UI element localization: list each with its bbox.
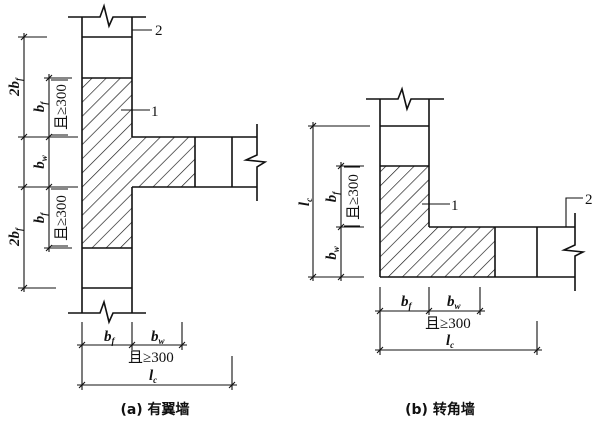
figure-a-dim-2bf-bottom: 2bf	[7, 227, 24, 247]
figure-b-bottom-cond: 且≥300	[425, 316, 471, 332]
figure-a-bottom-dimensions	[77, 322, 237, 390]
svg-text:bw: bw	[324, 245, 341, 260]
figure-a-cond-bottom: 且≥300	[54, 195, 70, 241]
figure-b-corner-wall: 2 1 lc bf 且≥300 bw	[297, 86, 593, 418]
figure-a-wall-outline	[81, 17, 257, 313]
svg-text:且≥300: 且≥300	[346, 174, 362, 220]
figure-a-left-dimensions	[18, 33, 78, 292]
figure-b-callout-2: 2	[585, 192, 593, 208]
figure-b-top-break-line	[366, 86, 444, 112]
figure-a-flanged-wall: 2 1	[7, 3, 268, 418]
figure-a-hatched-zone	[82, 78, 195, 248]
svg-text:bw: bw	[32, 154, 49, 169]
figure-a-dim-bw: bw	[32, 154, 49, 169]
figure-a-dim-bf-bottom: bf	[32, 212, 49, 224]
figure-b-dim-bw: bw	[324, 245, 341, 260]
figure-b-bottom-lc: lc	[446, 333, 454, 350]
figure-a-cond-top: 且≥300	[54, 84, 70, 130]
figure-a-callout-2: 2	[155, 23, 163, 39]
figure-a-callout-1: 1	[151, 104, 159, 120]
figure-b-right-break-line	[560, 213, 586, 291]
svg-text:2bf: 2bf	[7, 77, 24, 97]
svg-text:bf: bf	[324, 191, 341, 203]
figure-a-bottom-lc: lc	[149, 368, 157, 385]
figure-a-bottom-bf: bf	[104, 329, 116, 346]
figure-a-dim-bf-top: bf	[32, 101, 49, 113]
figure-b-wall-outline	[379, 99, 575, 278]
figure-b-caption: (b) 转角墙	[405, 401, 475, 418]
figure-b-cond: 且≥300	[346, 174, 362, 220]
figure-a-bottom-break-line	[68, 299, 146, 325]
svg-text:且≥300: 且≥300	[54, 195, 70, 241]
figure-a-caption: (a) 有翼墙	[120, 401, 189, 418]
figure-b-dim-lc: lc	[297, 198, 314, 206]
figure-a-right-break-line	[242, 124, 268, 201]
figure-a-top-break-line	[68, 3, 146, 29]
figure-b-callout-2-leader	[565, 197, 583, 227]
figure-a-dim-2bf-top: 2bf	[7, 77, 24, 97]
svg-text:bf: bf	[32, 212, 49, 224]
svg-text:bf: bf	[32, 101, 49, 113]
figure-b-bottom-bw: bw	[447, 294, 462, 311]
figure-b-left-dimensions	[308, 122, 370, 281]
figure-a-bottom-cond: 且≥300	[128, 350, 174, 366]
svg-text:2bf: 2bf	[7, 227, 24, 247]
figure-b-bottom-bf: bf	[401, 294, 413, 311]
figure-b-callout-1: 1	[451, 198, 459, 214]
figure-b-hatched-zone	[380, 166, 495, 277]
figure-b-bottom-dimensions	[375, 287, 542, 355]
figure-a-bottom-bw: bw	[151, 329, 166, 346]
figure-b-dim-bf: bf	[324, 191, 341, 203]
svg-text:lc: lc	[297, 198, 314, 206]
svg-text:且≥300: 且≥300	[54, 84, 70, 130]
